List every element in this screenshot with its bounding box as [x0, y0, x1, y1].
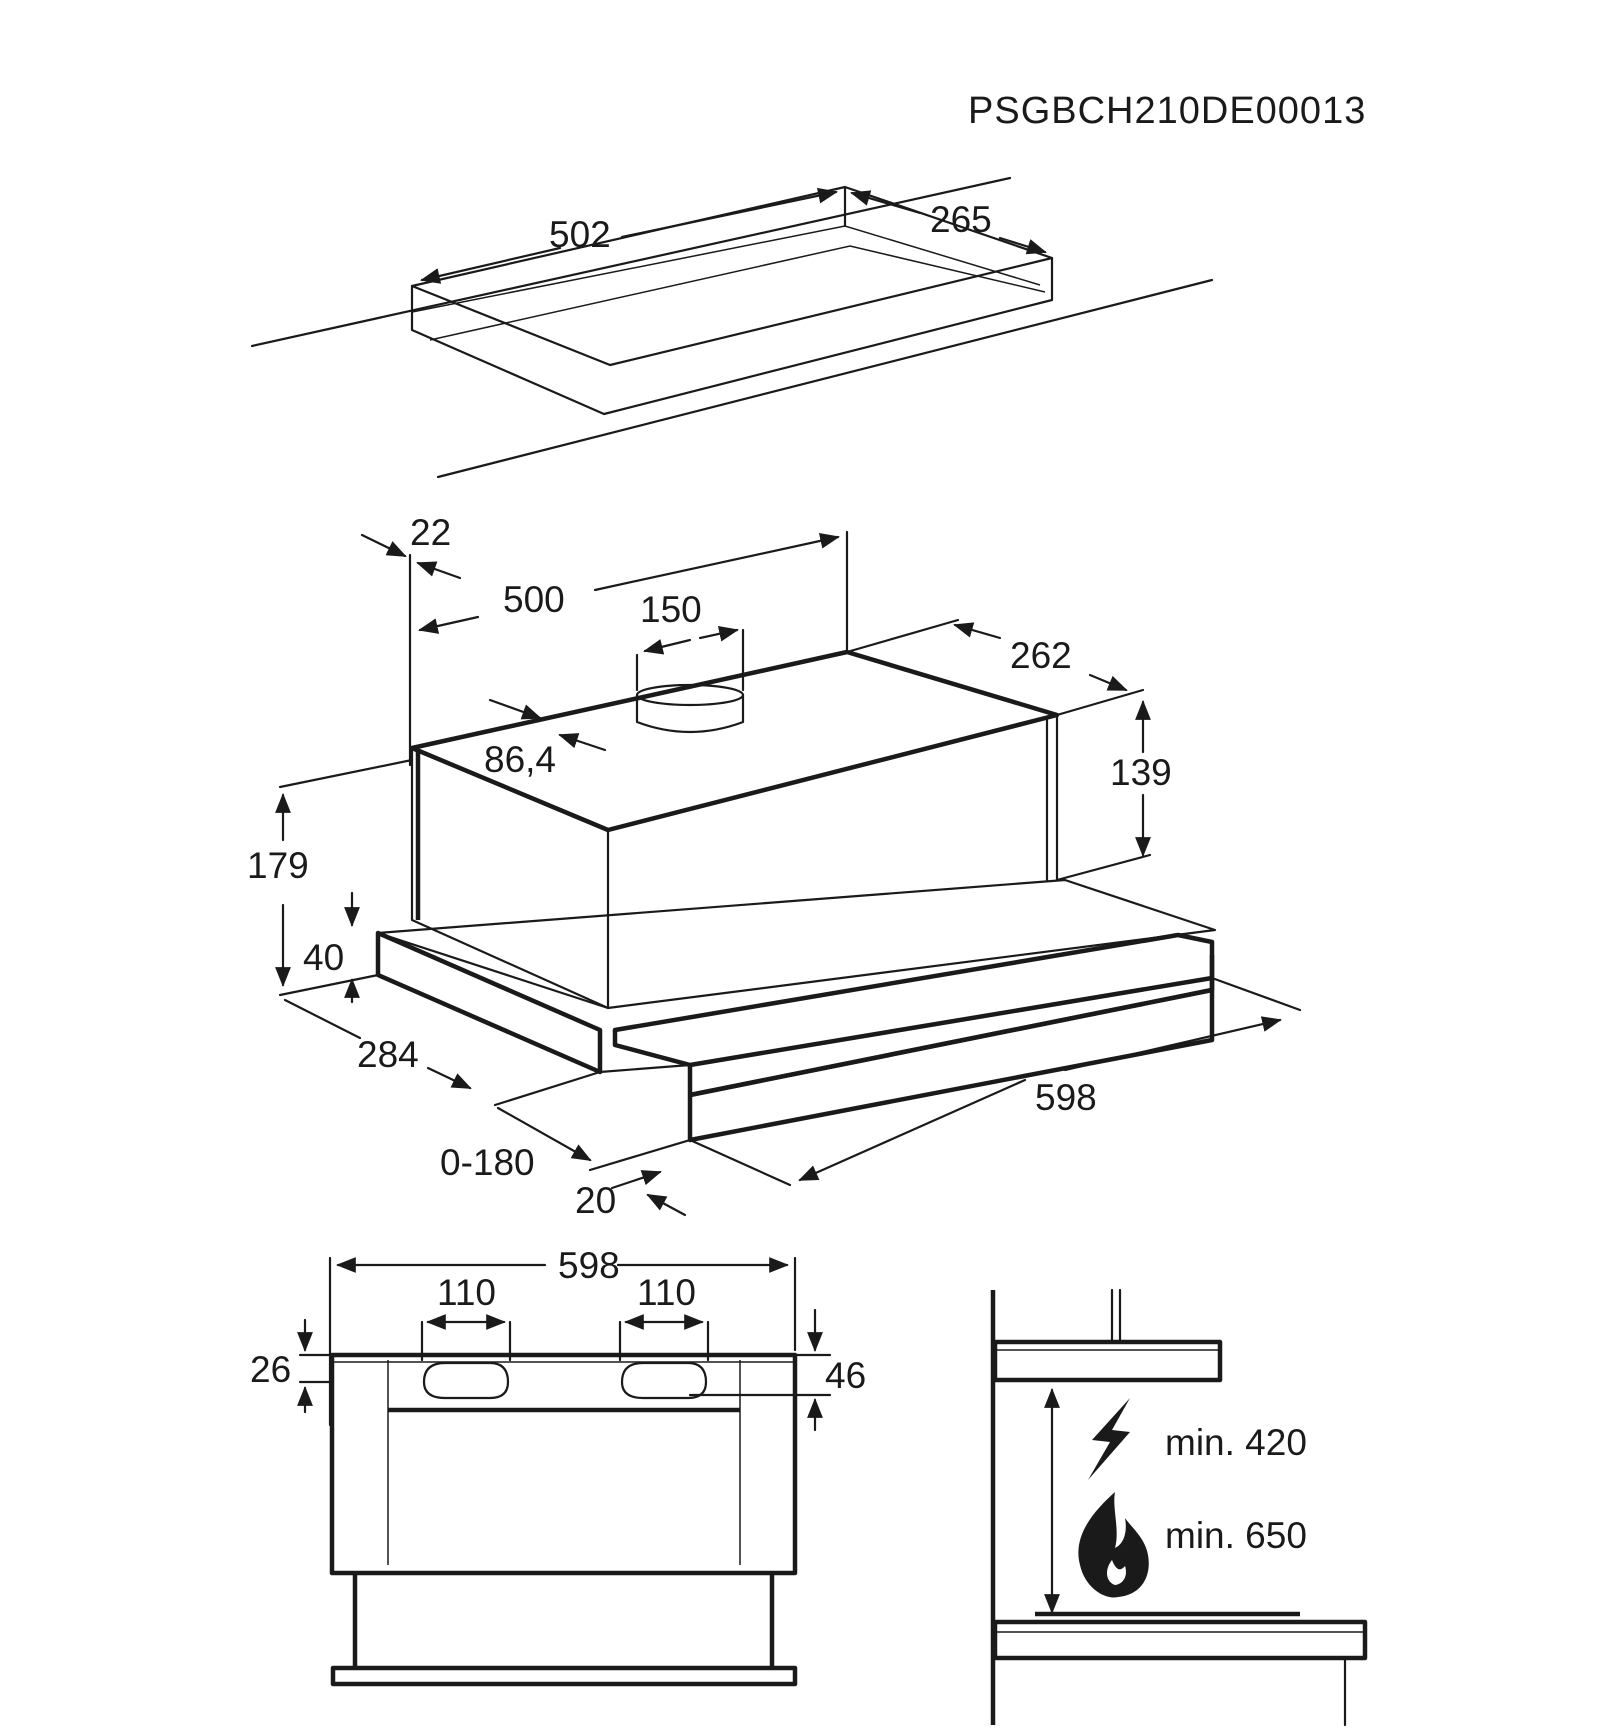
- lightning-icon: [1088, 1398, 1130, 1480]
- dim-598-iso-right: [1063, 1016, 1282, 1072]
- dim-46-label: 46: [825, 1355, 866, 1396]
- front-view: 598 110 110 26 46: [250, 1245, 866, 1687]
- dim-22-label: 22: [410, 512, 451, 553]
- visor-front-strip: [612, 932, 1215, 1068]
- dim-22-left: [360, 533, 407, 558]
- dim-598-iso-label: 598: [1035, 1077, 1097, 1118]
- dim-0-180-label: 0-180: [440, 1142, 535, 1183]
- dim-265-top: [850, 190, 922, 215]
- dim-26-label: 26: [250, 1349, 291, 1390]
- dim-500-label: 500: [503, 579, 565, 620]
- dim-500-left: [418, 615, 480, 634]
- isometric-view: 22 500 150 86,4 262 139: [247, 512, 1302, 1221]
- dim-265-label: 265: [930, 199, 992, 240]
- dim-598-front-label: 598: [558, 1245, 620, 1286]
- dim-262-label: 262: [1010, 635, 1072, 676]
- gas-clearance-label: min. 650: [1165, 1515, 1307, 1556]
- outlet-cylinder: [635, 693, 745, 734]
- front-body: [329, 1352, 798, 1576]
- dim-22-right: [416, 561, 462, 580]
- dim-20-left: [610, 1170, 662, 1190]
- cutout-board-side: [410, 256, 1054, 416]
- cutout-view: 502 265: [250, 176, 1214, 479]
- dim-20-right: [646, 1193, 687, 1217]
- cooktop: [992, 1619, 1368, 1661]
- dim-262-top: [953, 622, 1002, 640]
- flame-icon: [1078, 1492, 1149, 1598]
- dim-150-left: [643, 638, 692, 655]
- hood-side-profile: [992, 1339, 1223, 1383]
- dim-179-label: 179: [247, 845, 309, 886]
- dim-500-right: [593, 533, 840, 592]
- cabinet-line-bottom: [436, 278, 1214, 479]
- dim-86-right: [558, 733, 607, 752]
- clearance-view: min. 420 min. 650: [990, 1288, 1368, 1727]
- bracket-left: [422, 1361, 510, 1400]
- dim-150-right: [698, 626, 739, 642]
- hood-body-left-face: [410, 746, 610, 1010]
- dim-598-iso-left: [798, 1078, 1027, 1182]
- dim-20-label: 20: [575, 1180, 616, 1221]
- dim-502-right: [620, 187, 838, 239]
- dim-502-label: 502: [549, 214, 611, 255]
- dim-110-right-label: 110: [637, 1272, 696, 1313]
- dim-150-label: 150: [640, 589, 702, 630]
- dim-40-label: 40: [303, 937, 344, 978]
- dim-86-left: [488, 698, 542, 720]
- document-code: PSGBCH210DE00013: [968, 90, 1366, 132]
- dim-284-label: 284: [357, 1034, 419, 1075]
- dim-265-bottom: [998, 236, 1047, 255]
- bracket-right: [620, 1361, 708, 1400]
- dim-0-180-end: [496, 1106, 592, 1162]
- cabinet-line-top: [250, 176, 1012, 348]
- visor-top: [376, 878, 1217, 1010]
- dim-262-bottom: [1088, 673, 1128, 692]
- electric-clearance-label: min. 420: [1165, 1422, 1307, 1463]
- dim-86-label: 86,4: [484, 739, 556, 780]
- dim-284-end: [426, 1066, 472, 1090]
- dim-110-left-label: 110: [437, 1272, 496, 1313]
- dim-502-left: [420, 246, 562, 284]
- visor-front-face: [687, 978, 1215, 1143]
- hood-body-right-face: [606, 713, 1059, 882]
- front-visor: [330, 1665, 798, 1687]
- dim-139-label: 139: [1110, 752, 1172, 793]
